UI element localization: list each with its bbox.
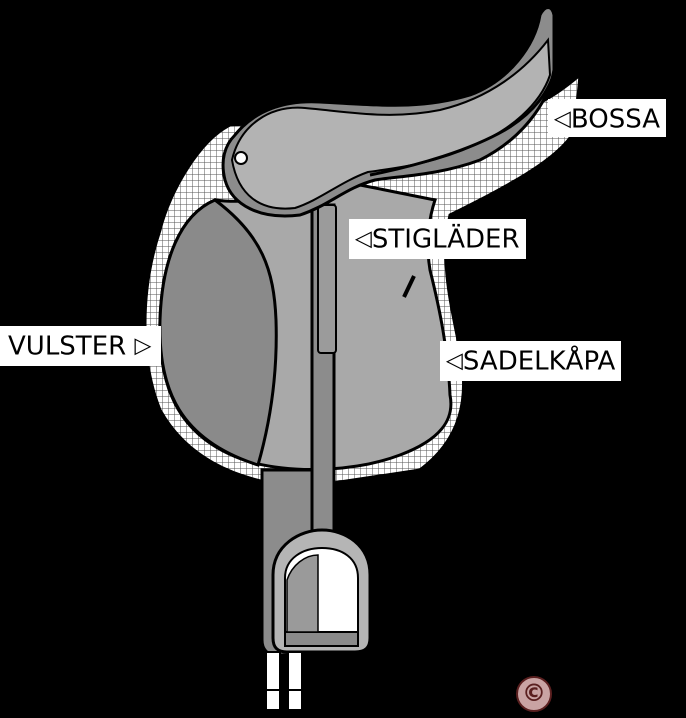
arrow-right-icon: ▷ (134, 334, 151, 359)
copyright-icon: © (516, 676, 552, 712)
arrow-left-icon: ◁ (554, 107, 571, 132)
stirrup-leather-keeper (318, 205, 336, 353)
label-vulster-text: VULSTER (8, 332, 126, 362)
label-bossa: ◁BOSSA (548, 99, 666, 137)
arrow-left-icon: ◁ (355, 227, 372, 252)
label-stiglader: ◁STIGLÄDER (349, 219, 526, 259)
label-sadelkapa: ◁SADELKÅPA (440, 341, 621, 381)
stirrup-tread (285, 632, 358, 646)
label-vulster: VULSTER ▷ (0, 326, 161, 366)
label-sadelkapa-text: SADELKÅPA (463, 347, 615, 377)
girth-strap-right (288, 652, 302, 710)
pommel-dee-ring (235, 152, 247, 164)
arrow-left-icon: ◁ (446, 349, 463, 374)
label-bossa-text: BOSSA (571, 105, 660, 135)
girth-strap-left (266, 652, 280, 710)
label-stiglader-text: STIGLÄDER (372, 225, 520, 255)
